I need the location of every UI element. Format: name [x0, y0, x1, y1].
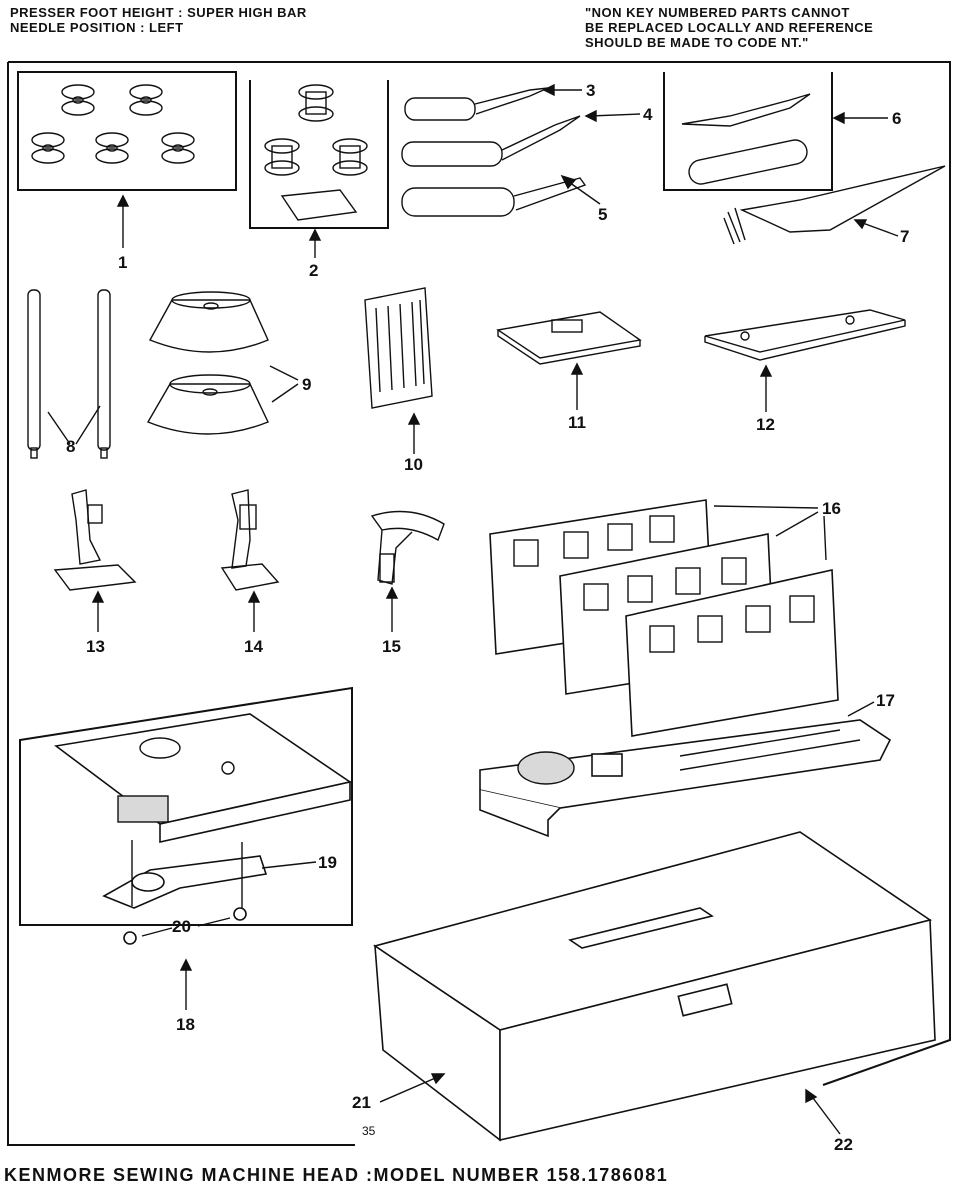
callout-21: 21: [352, 1093, 371, 1112]
note-line-2: BE REPLACED LOCALLY AND REFERENCE: [585, 20, 874, 35]
callout-1: 1: [118, 253, 127, 272]
callout-6: 6: [892, 109, 901, 128]
parts-3-5-screwdrivers: [401, 87, 587, 217]
footer-model-title: KENMORE SEWING MACHINE HEAD :MODEL NUMBE…: [4, 1165, 669, 1185]
part-18-attachment-assembly: [19, 686, 353, 945]
callout-10: 10: [404, 455, 423, 474]
header-left: PRESSER FOOT HEIGHT : SUPER HIGH BAR NEE…: [10, 5, 307, 35]
callout-2: 2: [309, 261, 318, 280]
parts-21-22-storage-case: [373, 831, 936, 1142]
callout-20: 20: [172, 917, 191, 936]
part-9-spool-holders: [146, 291, 269, 435]
presser-foot-height-text: PRESSER FOOT HEIGHT : SUPER HIGH BAR: [10, 5, 307, 20]
callout-9: 9: [302, 375, 311, 394]
note-line-3: SHOULD BE MADE TO CODE NT.": [585, 35, 809, 50]
callout-12: 12: [756, 415, 775, 434]
callout-16: 16: [822, 499, 841, 518]
part-13-presser-foot: [53, 489, 137, 591]
callout-8: 8: [66, 437, 75, 456]
part-1-bobbins: [17, 71, 237, 191]
leader-lines: [47, 83, 899, 1135]
part-7-lint-brush: [723, 165, 946, 245]
callout-15: 15: [382, 637, 401, 656]
callout-19: 19: [318, 853, 337, 872]
part-11-needle-plate: [496, 311, 642, 365]
callout-labels: 1 2 3 4 5 6 7 8 9 10 11 12 13 14 15 16 1…: [66, 81, 909, 1154]
callout-22: 22: [834, 1135, 853, 1154]
callout-14: 14: [244, 637, 263, 656]
note-line-1: "NON KEY NUMBERED PARTS CANNOT: [585, 5, 850, 20]
part-15-presser-foot: [370, 510, 445, 585]
callout-18: 18: [176, 1015, 195, 1034]
callout-7: 7: [900, 227, 909, 246]
header-note: "NON KEY NUMBERED PARTS CANNOT BE REPLAC…: [585, 5, 873, 50]
diagram-border: [7, 61, 951, 1146]
part-2-bobbin-set: [249, 80, 389, 229]
part-8-spool-pins: [27, 289, 111, 459]
callout-13: 13: [86, 637, 105, 656]
part-14-presser-foot: [220, 489, 280, 591]
needle-position-text: NEEDLE POSITION : LEFT: [10, 20, 184, 35]
callout-5: 5: [598, 205, 607, 224]
callout-17: 17: [876, 691, 895, 710]
callout-3: 3: [586, 81, 595, 100]
part-16-pattern-cams: [489, 499, 839, 737]
part-17-cam-tray: [479, 719, 892, 838]
part-6-seam-ripper: [663, 72, 833, 191]
callout-11: 11: [568, 413, 586, 432]
page-number: 35: [362, 1124, 376, 1138]
callout-4: 4: [643, 105, 653, 124]
part-10-needle-pack: [364, 287, 433, 409]
part-12-needle-plate: [704, 309, 906, 361]
